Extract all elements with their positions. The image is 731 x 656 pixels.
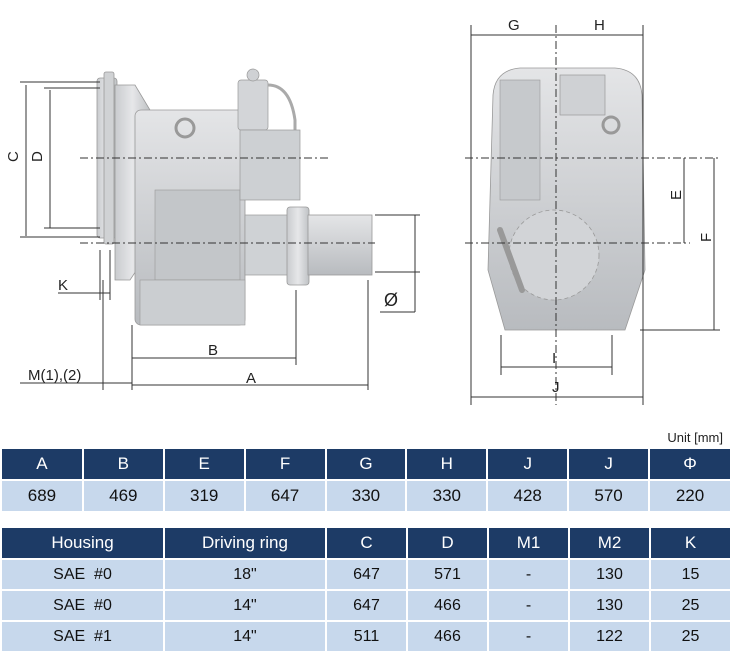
dim-label-f: F xyxy=(698,233,715,242)
table-cell: 330 xyxy=(406,479,489,511)
dimension-table: A B E F G H J J Φ 689 469 319 647 330 33… xyxy=(2,449,730,511)
dim-label-e: E xyxy=(668,190,685,200)
table-header-row: A B E F G H J J Φ xyxy=(2,449,730,480)
table-cell: 14" xyxy=(164,589,327,621)
dim-label-h: H xyxy=(594,17,605,34)
table-cell: 25 xyxy=(650,589,730,621)
table-cell: 570 xyxy=(568,479,650,511)
dim-label-k: K xyxy=(58,277,68,294)
table-cell: 330 xyxy=(325,479,408,511)
housing-table: Housing Driving ring C D M1 M2 K SAE #0 … xyxy=(2,528,730,651)
col-header: H xyxy=(406,449,489,480)
table-cell: 466 xyxy=(407,589,489,621)
table-cell: 428 xyxy=(487,479,570,511)
table-row: SAE #1 14" 511 466 - 122 25 xyxy=(2,620,730,651)
col-header: Φ xyxy=(649,449,730,480)
col-header: D xyxy=(407,528,489,559)
side-dimension-lines xyxy=(20,81,420,390)
table-cell: 18" xyxy=(164,558,327,590)
table-cell: 130 xyxy=(569,558,651,590)
table-cell: SAE #0 xyxy=(2,558,165,590)
dim-label-m: M(1),(2) xyxy=(28,367,81,384)
table-row: SAE #0 18" 647 571 - 130 15 xyxy=(2,558,730,590)
table-row: 689 469 319 647 330 330 428 570 220 xyxy=(2,479,730,511)
dim-label-g: G xyxy=(508,17,520,34)
col-header: C xyxy=(326,528,408,559)
gearbox-drawing: C D K B M(1),(2) A Ø G H E F I J xyxy=(5,17,720,405)
dim-label-i: I xyxy=(552,350,556,367)
table-cell: - xyxy=(488,558,570,590)
col-header: A xyxy=(2,449,84,480)
table-cell: 130 xyxy=(569,589,651,621)
col-header: G xyxy=(325,449,408,480)
col-header: B xyxy=(82,449,165,480)
table-cell: 14" xyxy=(164,620,327,651)
dim-label-phi: Ø xyxy=(384,290,398,310)
dim-label-a: A xyxy=(246,370,256,387)
col-header: J xyxy=(487,449,570,480)
table-cell: 319 xyxy=(163,479,246,511)
table-cell: 466 xyxy=(407,620,489,651)
dim-label-j: J xyxy=(552,379,560,396)
col-header: M2 xyxy=(569,528,651,559)
col-header: E xyxy=(163,449,246,480)
col-header: F xyxy=(244,449,327,480)
table-cell: 220 xyxy=(649,479,730,511)
table-cell: 122 xyxy=(569,620,651,651)
table-cell: 511 xyxy=(326,620,408,651)
dim-label-d: D xyxy=(29,151,46,162)
side-view xyxy=(96,68,373,326)
col-header: J xyxy=(568,449,650,480)
col-header: Driving ring xyxy=(164,528,327,559)
table-cell: 689 xyxy=(2,479,84,511)
col-header: Housing xyxy=(2,528,165,559)
table-cell: 469 xyxy=(82,479,165,511)
table-cell: - xyxy=(488,589,570,621)
col-header: K xyxy=(650,528,730,559)
table-cell: 15 xyxy=(650,558,730,590)
table-cell: SAE #0 xyxy=(2,589,165,621)
table-cell: 25 xyxy=(650,620,730,651)
table-header-row: Housing Driving ring C D M1 M2 K xyxy=(2,528,730,559)
table-cell: 647 xyxy=(326,589,408,621)
table-cell: 647 xyxy=(244,479,327,511)
dim-label-c: C xyxy=(5,151,22,162)
unit-label: Unit [mm] xyxy=(667,430,723,445)
table-cell: 647 xyxy=(326,558,408,590)
front-dimension-lines xyxy=(465,25,720,405)
table-row: SAE #0 14" 647 466 - 130 25 xyxy=(2,589,730,621)
table-cell: 571 xyxy=(407,558,489,590)
dim-label-b: B xyxy=(208,342,218,359)
col-header: M1 xyxy=(488,528,570,559)
table-cell: SAE #1 xyxy=(2,620,165,651)
table-cell: - xyxy=(488,620,570,651)
front-view xyxy=(487,67,646,331)
